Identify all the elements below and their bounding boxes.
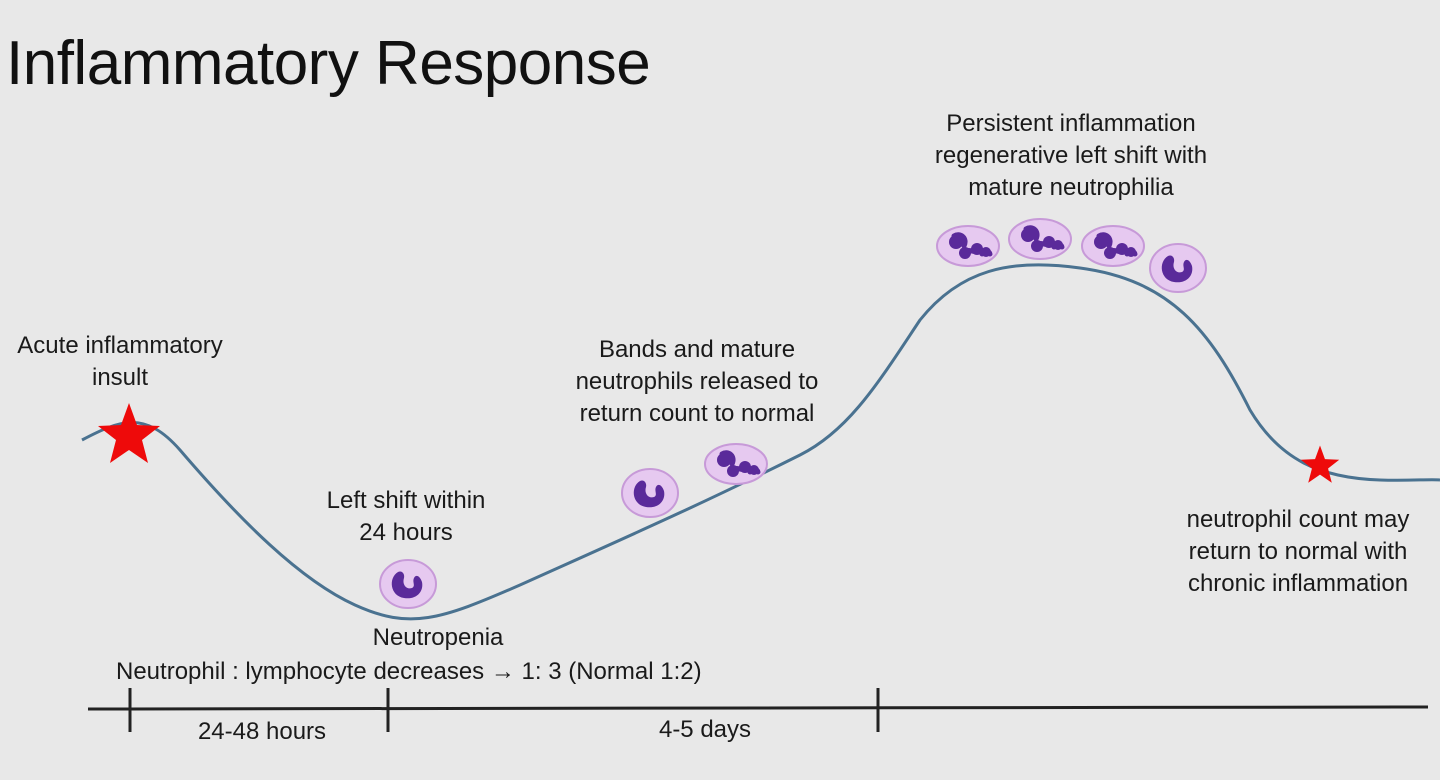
- band-neutrophil-icon: [379, 559, 437, 609]
- acute-insult-line-1: Acute inflammatory: [17, 332, 223, 359]
- timeline-segment-2-label: 4-5 days: [600, 714, 810, 746]
- left-shift-line-2: 24 hours: [359, 519, 453, 546]
- bands-released-label: Bands and mature neutrophils released to…: [546, 334, 848, 430]
- ratio-text: Neutrophil : lymphocyte decreases → 1: 3…: [116, 658, 702, 685]
- persistent-line-3: mature neutrophilia: [968, 174, 1174, 201]
- acute-insult-line-2: insult: [91, 364, 149, 391]
- bands-released-line-1: Bands and mature: [598, 336, 796, 363]
- persistent-line-2: regenerative left shift with: [934, 142, 1208, 169]
- chronic-line-2: return to normal with: [1188, 538, 1408, 565]
- acute-insult-star-icon: [98, 403, 160, 463]
- page-title: Inflammatory Response: [6, 29, 651, 98]
- acute-insult-label: Acute inflammatory insult: [0, 330, 240, 394]
- chronic-line-3: chronic inflammation: [1187, 570, 1409, 597]
- chronic-inflammation-label: neutrophil count may return to normal wi…: [1162, 504, 1434, 600]
- left-shift-label: Left shift within 24 hours: [296, 485, 516, 549]
- segmented-neutrophil-icon: [1082, 226, 1144, 266]
- timeline-segment-2-text: 4-5 days: [658, 716, 752, 743]
- persistent-line-1: Persistent inflammation: [946, 110, 1196, 137]
- chronic-line-1: neutrophil count may: [1186, 506, 1410, 533]
- timeline-axis: [87, 688, 1429, 732]
- left-shift-line-1: Left shift within: [326, 487, 486, 514]
- bands-released-line-3: return count to normal: [579, 400, 815, 427]
- persistent-inflammation-label: Persistent inflammation regenerative lef…: [896, 108, 1246, 204]
- neutrophil-count-curve: [81, 263, 1440, 621]
- timeline-segment-1-label: 24-48 hours: [170, 716, 354, 748]
- ratio-label: Neutrophil : lymphocyte decreases → 1: 3…: [116, 656, 702, 688]
- band-neutrophil-icon: [621, 468, 679, 518]
- timeline-segment-1-text: 24-48 hours: [197, 718, 327, 745]
- bands-released-line-2: neutrophils released to: [575, 368, 819, 395]
- neutropenia-text: Neutropenia: [372, 624, 504, 651]
- segmented-neutrophil-icon: [1009, 219, 1071, 259]
- chronic-star-icon: [1300, 445, 1340, 483]
- neutropenia-label: Neutropenia: [348, 622, 528, 654]
- segmented-neutrophil-icon: [705, 444, 767, 484]
- band-neutrophil-icon: [1149, 243, 1207, 293]
- segmented-neutrophil-icon: [937, 226, 999, 266]
